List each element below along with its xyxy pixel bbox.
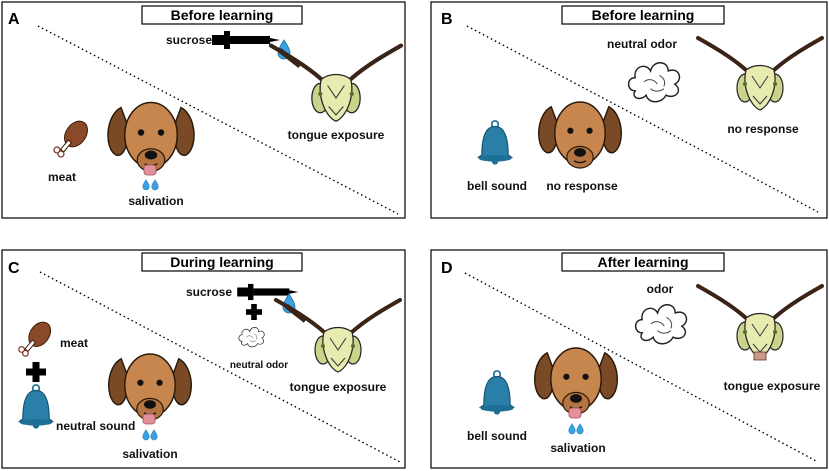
bee-tongue-icon [753,351,767,361]
tongue-icon [143,164,157,176]
panel-d-divider [464,272,819,463]
panel-c-tongue-label: tongue exposure [290,380,387,394]
panel-b: Before learning B neutral odor no respon… [430,1,828,219]
panel-c: During learning C meat neutral sound sal… [1,249,406,469]
panel-d-title-box [561,252,725,272]
panel-a-meat-label: meat [48,170,76,184]
panel-c-letter: C [8,260,20,277]
panel-c-sucrose-label: sucrose [186,285,232,299]
panel-b-title-box [561,5,725,25]
panel-a-letter: A [8,11,20,28]
panel-d-title: After learning [597,254,688,270]
bee-tongue-icon [277,47,302,68]
tongue-icon [142,413,156,425]
panel-c-title: During learning [170,254,273,270]
panel-d-odor-label: odor [647,282,674,296]
panel-a-divider [37,25,399,215]
panel-a-title: Before learning [171,7,274,23]
panel-b-letter: B [441,11,453,28]
panel-b-bell-label: bell sound [467,179,527,193]
panel-b-title: Before learning [592,7,695,23]
bee-tongue-icon [284,304,307,323]
panel-a-salivation-label: salivation [128,194,183,208]
panel-d-tongue-label: tongue exposure [724,379,821,393]
panel-a-title-box [141,5,303,25]
panel-d-letter: D [441,260,453,277]
panel-b-divider [466,25,819,213]
panel-c-title-box [141,252,303,272]
panel-c-odor-label: neutral odor [230,360,288,371]
panel-c-meat-label: meat [60,336,88,350]
panel-c-sound-label: neutral sound [56,419,135,433]
panel-a-sucrose-label: sucrose [166,33,212,47]
panel-b-bee-response-label: no response [727,122,799,136]
panel-b-dog-response-label: no response [546,179,618,193]
panel-c-divider [39,271,401,463]
panel-a: Before learning A meat salivation sucros… [1,1,406,219]
panel-d-salivation-label: salivation [550,441,605,455]
panel-d-bell-label: bell sound [467,429,527,443]
panel-d: After learning D odor tongue exposure be… [430,249,828,469]
panel-a-tongue-label: tongue exposure [288,128,385,142]
panel-b-odor-label: neutral odor [607,37,677,51]
panel-c-salivation-label: salivation [122,447,177,461]
tongue-icon [568,407,582,419]
